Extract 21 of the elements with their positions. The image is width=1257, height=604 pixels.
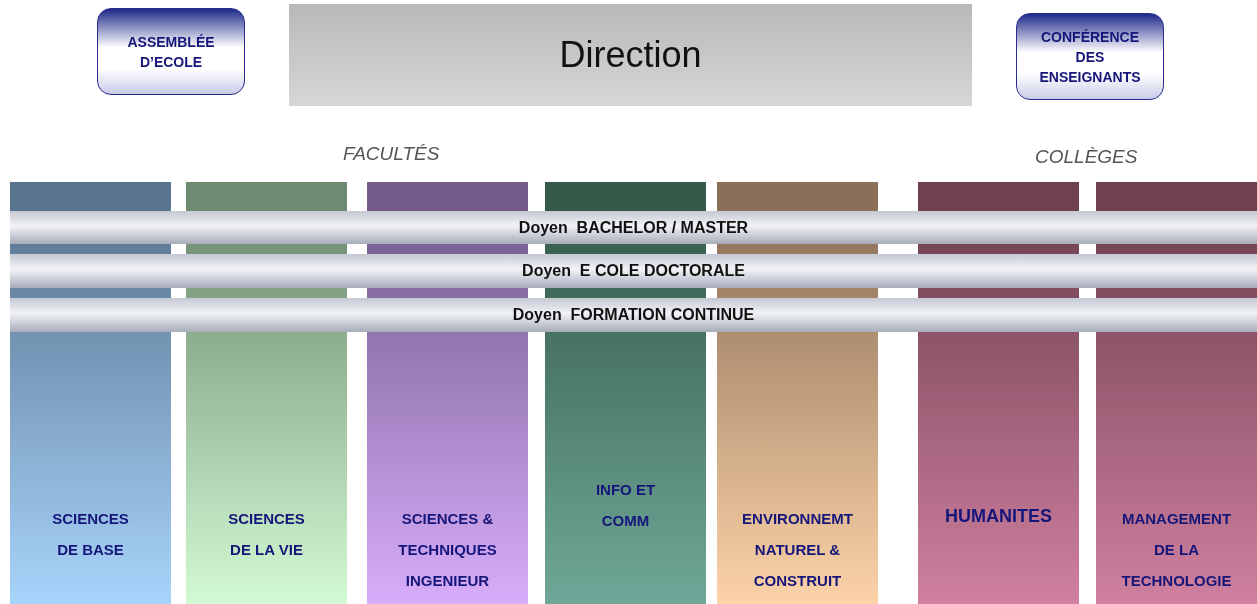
- rounded-box: [1016, 13, 1164, 100]
- band-label: Doyen E COLE DOCTORALE: [522, 262, 745, 280]
- dean-band: [10, 211, 1257, 244]
- column-label: ENVIRONNEMT NATUREL & CONSTRUIT: [741, 509, 854, 591]
- dean-band: [10, 254, 1257, 288]
- column-label: SCIENCES DE LA VIE: [227, 509, 306, 560]
- column-label: HUMANITES: [944, 505, 1053, 528]
- direction-banner: [289, 4, 972, 106]
- column-label: MANAGEMENT DE LA TECHNOLOGIE: [1120, 509, 1233, 591]
- dean-band: [10, 298, 1257, 332]
- box-label: CONFÉRENCE DES ENSEIGNANTS: [1038, 27, 1142, 87]
- rounded-box: [97, 8, 245, 95]
- column-label: SCIENCES & TECHNIQUES INGENIEUR: [397, 509, 498, 591]
- section-heading: COLLÈGES: [1035, 146, 1138, 168]
- box-label: ASSEMBLÉE D’ECOLE: [126, 32, 216, 72]
- column-label: INFO ET COMM: [595, 480, 656, 531]
- section-heading: FACULTÉS: [343, 143, 440, 165]
- band-label: Doyen FORMATION CONTINUE: [512, 306, 755, 324]
- band-label: Doyen BACHELOR / MASTER: [518, 218, 749, 237]
- banner-title: Direction: [559, 34, 702, 76]
- column-label: SCIENCES DE BASE: [51, 509, 130, 560]
